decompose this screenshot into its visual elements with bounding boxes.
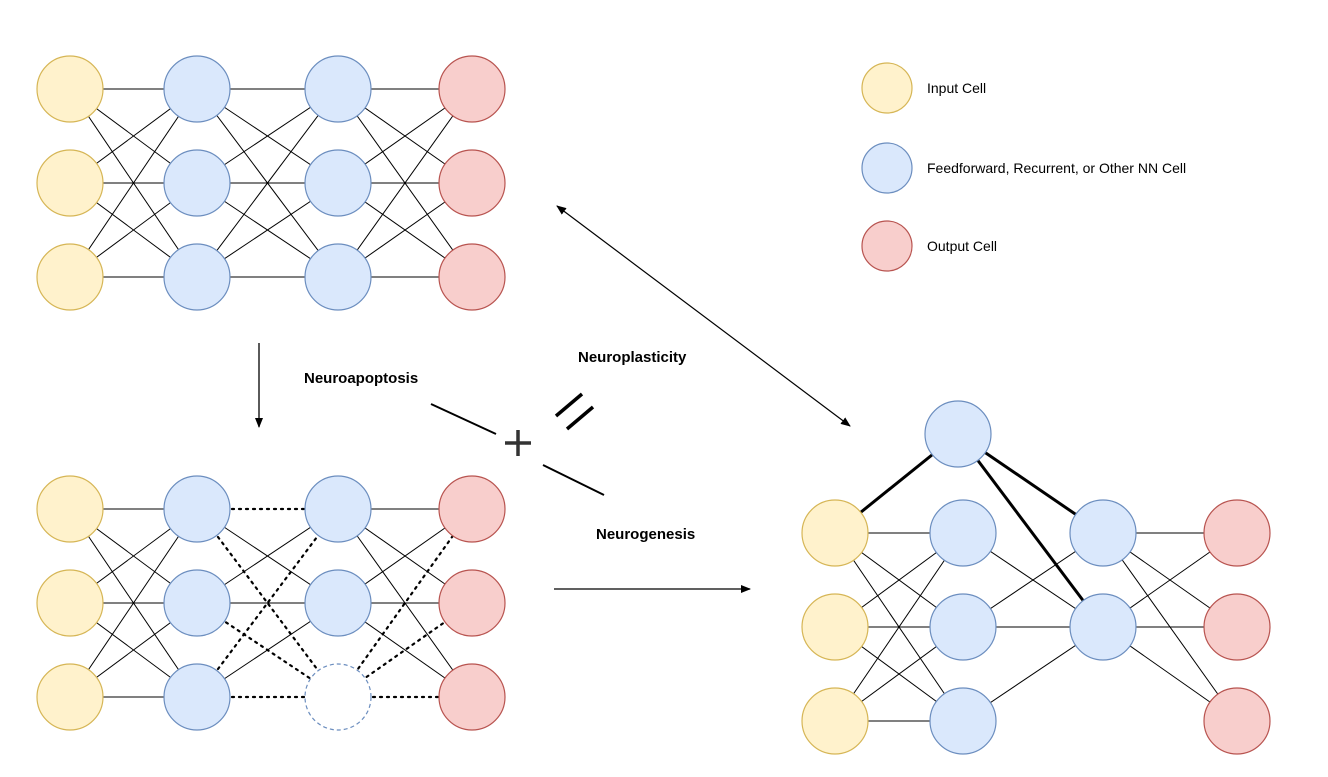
hidden-cell xyxy=(1069,499,1137,567)
new-hidden-cell xyxy=(924,400,992,468)
input-cell xyxy=(36,475,104,543)
removed-connection-line xyxy=(195,507,340,699)
input-cell xyxy=(36,149,104,217)
legend-label-output: Output Cell xyxy=(927,238,998,254)
hidden-cell xyxy=(304,243,372,311)
hidden-cell xyxy=(929,593,997,661)
connection-line xyxy=(196,88,339,278)
input-cell xyxy=(36,569,104,637)
legend-swatch-hidden xyxy=(861,142,913,194)
connection-line xyxy=(834,532,964,722)
hidden-cell xyxy=(163,569,231,637)
connection-line xyxy=(69,508,198,698)
legend-swatch-input xyxy=(861,62,913,114)
double-slash-icon xyxy=(554,392,595,431)
new-connection-line xyxy=(956,433,1105,628)
label-neurogenesis: Neurogenesis xyxy=(596,526,696,543)
input-cell xyxy=(801,593,869,661)
hidden-cell xyxy=(163,475,231,543)
legend-label-hidden: Feedforward, Recurrent, or Other NN Cell xyxy=(927,160,1187,176)
hidden-cell xyxy=(304,475,372,543)
legend-swatch-output xyxy=(861,220,913,272)
hidden-cell xyxy=(163,55,231,123)
hidden-cell xyxy=(929,687,997,755)
input-cell xyxy=(801,687,869,755)
output-cell xyxy=(1203,687,1271,755)
removed-cell xyxy=(304,663,372,731)
removed-connection-line xyxy=(195,507,340,699)
hidden-cell xyxy=(1069,593,1137,661)
connector-line-apoptosis xyxy=(430,403,497,435)
hidden-cell xyxy=(304,55,372,123)
output-cell xyxy=(438,149,506,217)
legend-label-input: Input Cell xyxy=(927,80,987,96)
input-cell xyxy=(801,499,869,567)
label-neuroplasticity: Neuroplasticity xyxy=(578,349,687,366)
input-cell xyxy=(36,243,104,311)
connector-line-genesis xyxy=(542,464,605,496)
original-network xyxy=(36,55,506,311)
plus-icon xyxy=(505,430,531,456)
output-cell xyxy=(438,475,506,543)
input-cell xyxy=(36,663,104,731)
hidden-cell xyxy=(163,149,231,217)
output-cell xyxy=(438,55,506,123)
double-headed-arrow-icon xyxy=(556,205,851,427)
input-cell xyxy=(36,55,104,123)
output-cell xyxy=(1203,593,1271,661)
legend xyxy=(861,62,913,272)
hidden-cell xyxy=(304,569,372,637)
output-cell xyxy=(438,663,506,731)
neurogenesis-network xyxy=(801,400,1271,755)
output-cell xyxy=(1203,499,1271,567)
output-cell xyxy=(438,243,506,311)
hidden-cell xyxy=(304,149,372,217)
hidden-cell xyxy=(163,243,231,311)
hidden-cell xyxy=(163,663,231,731)
label-neuroapoptosis: Neuroapoptosis xyxy=(304,370,419,387)
neuroapoptosis-network xyxy=(36,475,506,731)
output-cell xyxy=(438,569,506,637)
hidden-cell xyxy=(929,499,997,567)
connection-line xyxy=(69,88,198,278)
connection-line xyxy=(337,88,473,278)
